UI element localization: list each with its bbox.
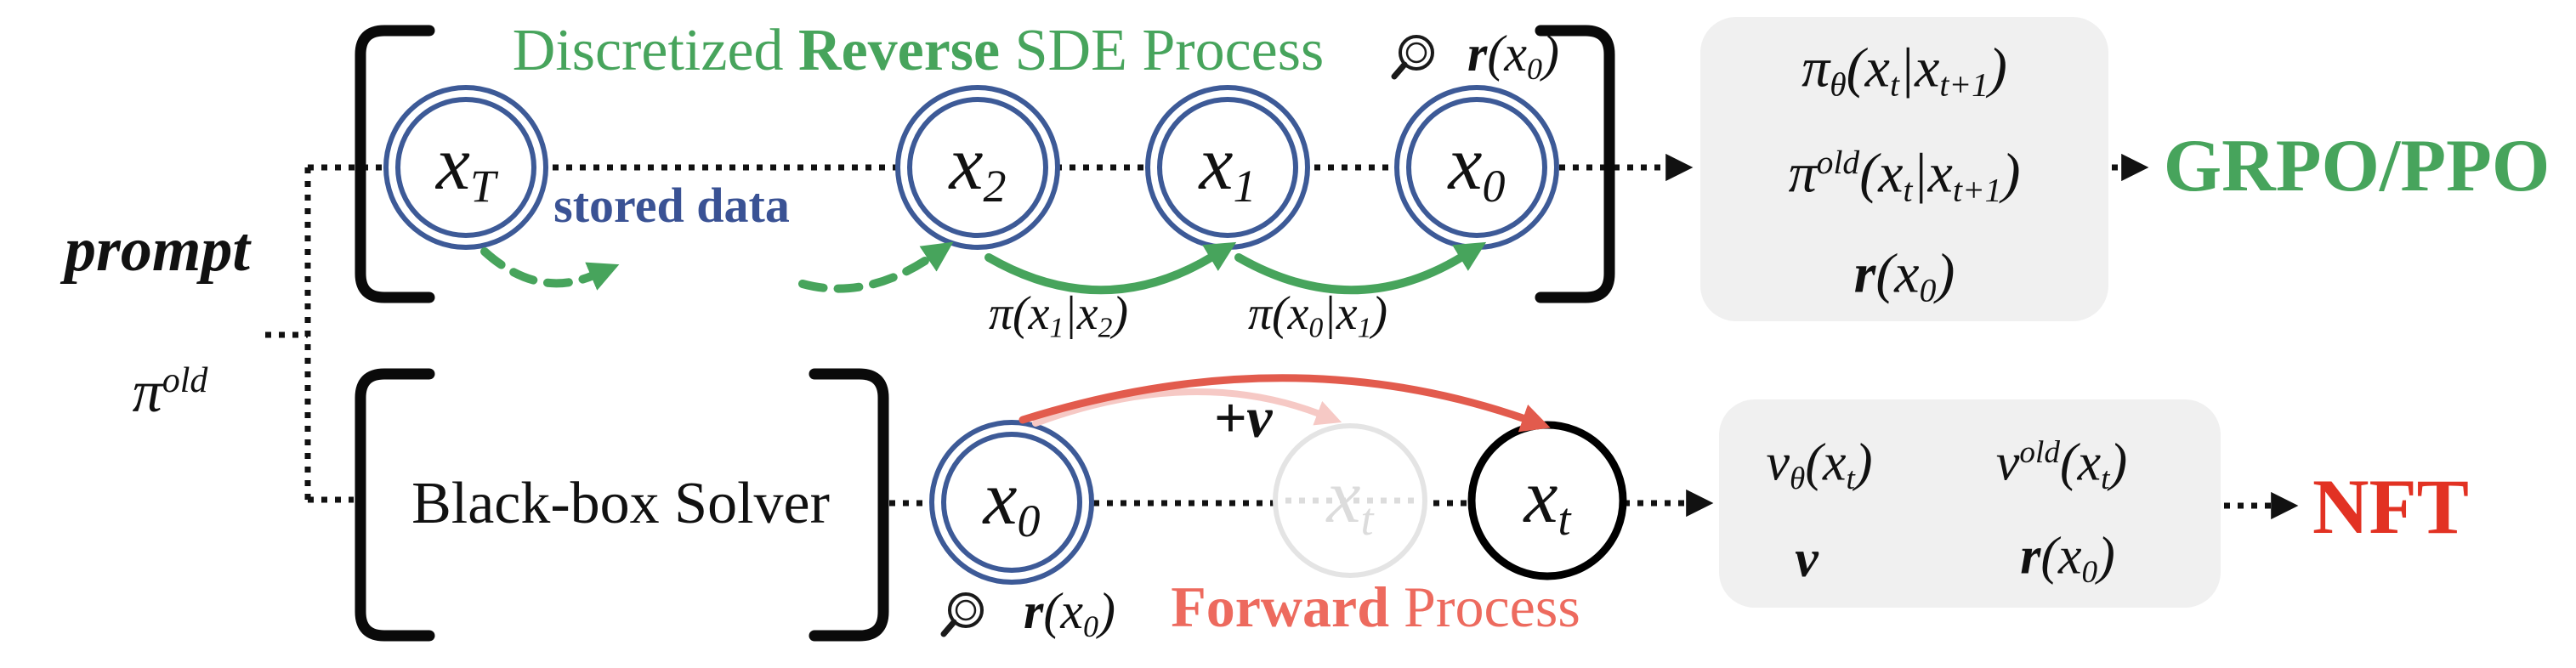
node-label-x2: x2 — [949, 121, 1007, 212]
node-circles-top — [383, 85, 1559, 250]
formula-reward-box1: r(x0) — [1853, 242, 1955, 309]
formula-pi-old: πold(xt|xt+1) — [1788, 142, 2021, 209]
grpo-inputs-box: πθ(xt|xt+1) πold(xt|xt+1) r(x0) — [1700, 17, 2108, 321]
title-post: SDE Process — [1000, 18, 1325, 83]
forward-rest: Process — [1389, 575, 1580, 639]
node-x1-inner — [1157, 97, 1298, 238]
reward-label-bottom: r(x0) — [1024, 582, 1115, 644]
transition-label-pi-x1-x2: π(x1|x2) — [988, 287, 1129, 344]
stored-data-label: stored data — [553, 178, 790, 233]
transition-label-pi-x0-x1: π(x0|x1) — [1247, 287, 1388, 344]
bracket-left-bottom-row — [355, 368, 435, 642]
node-label-x1: x1 — [1199, 121, 1257, 212]
blackbox-solver-label: Black-box Solver — [411, 471, 830, 536]
node-xT-inner — [395, 97, 536, 238]
node-x2-inner — [907, 97, 1048, 238]
bracket-right-bottom-row — [809, 368, 889, 642]
node-label-x0-bottom: x0 — [983, 456, 1041, 547]
title-bold: Reverse — [798, 18, 1001, 83]
node-x0-bottom-inner — [941, 432, 1082, 573]
green-arrow-x2-to-x1 — [984, 241, 1237, 295]
formula-v: v — [1795, 530, 1819, 588]
formula-v-old: vold(xt) — [1995, 433, 2128, 497]
node-x0-top-inner — [1406, 97, 1547, 238]
node-label-xT: xT — [436, 121, 496, 212]
node-label-xt-faded: xt — [1326, 454, 1374, 546]
node-label-x0-top: x0 — [1448, 121, 1506, 212]
reward-label-top: r(x0) — [1467, 25, 1559, 87]
formula-pi-theta: πθ(xt|xt+1) — [1801, 37, 2007, 104]
nft-label: NFT — [2312, 463, 2469, 550]
forward-bold: Forward — [1171, 575, 1390, 639]
green-dashed-arrow-from-xT — [480, 247, 620, 291]
formula-reward-box2: r(x0) — [2020, 527, 2115, 591]
red-arrow-x0-to-xt — [1018, 374, 1551, 433]
formula-v-theta: vθ(xt) — [1766, 433, 1873, 497]
bracket-left-top-row — [355, 25, 435, 303]
forward-process-title: Forward Process — [1171, 578, 1580, 636]
faded-red-arrow-to-xt — [1032, 388, 1342, 427]
plus-v-label: +v — [1213, 385, 1273, 450]
nft-inputs-box: vθ(xt) vold(xt) v r(x0) — [1719, 399, 2221, 608]
green-dashed-arrow-to-x2 — [798, 241, 954, 293]
magnifier-icon-top — [1391, 35, 1434, 80]
title-pre: Discretized — [512, 18, 799, 83]
pi-old-label: πold — [132, 359, 208, 426]
node-label-xt: xt — [1523, 454, 1571, 546]
green-arrow-x1-to-x0 — [1234, 241, 1487, 295]
grpo-ppo-label: GRPO/PPO — [2163, 125, 2550, 207]
node-xt-faded-circle — [1273, 423, 1427, 578]
prompt-label: prompt — [65, 215, 250, 285]
bracket-right-top-row — [1535, 25, 1615, 303]
reverse-sde-title: Discretized Reverse SDE Process — [513, 21, 1324, 81]
magnifier-icon-bottom — [940, 592, 984, 637]
